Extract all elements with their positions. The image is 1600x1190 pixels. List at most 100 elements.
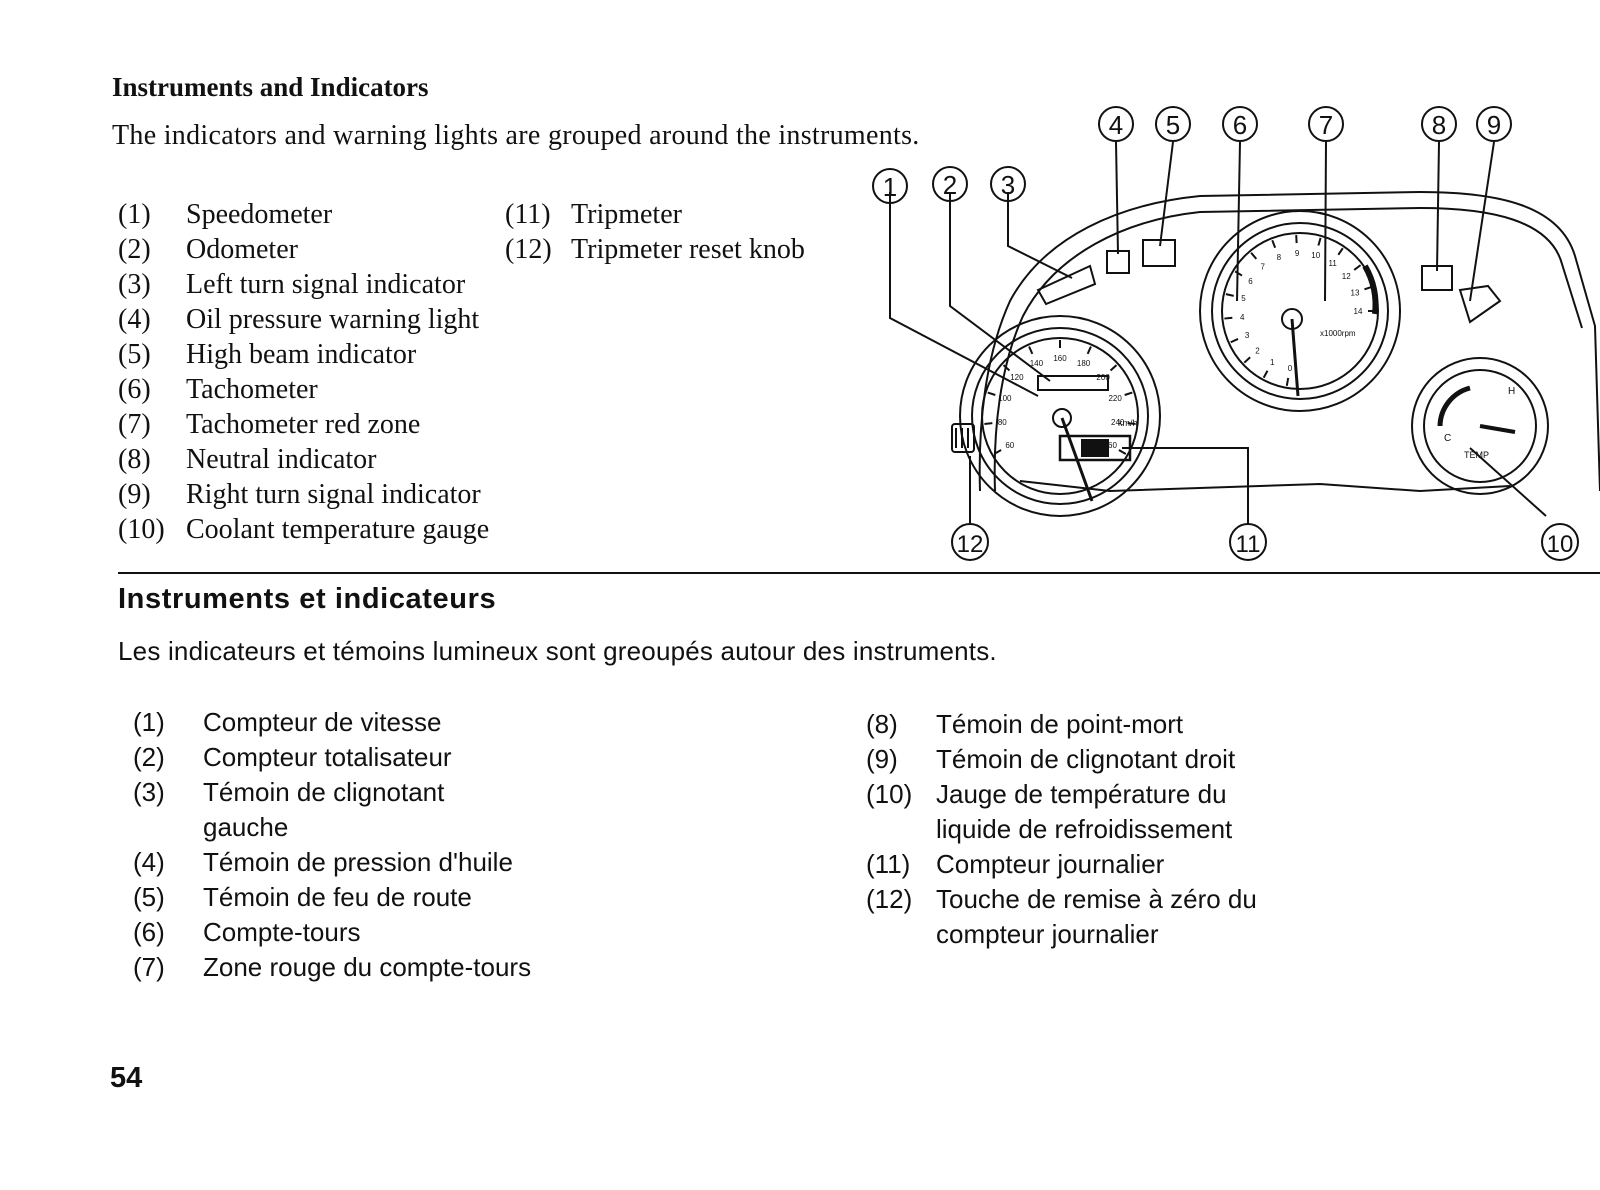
tachometer-tick-label: 3 [1245, 331, 1250, 340]
speedometer-tick [1118, 449, 1127, 455]
tachometer-tick [1225, 293, 1234, 297]
leader-line-11 [1122, 447, 1249, 524]
svg-text:1: 1 [883, 172, 897, 202]
legend-item: (4)Oil pressure warning light [118, 304, 480, 335]
tachometer-tick-label: 1 [1270, 358, 1275, 367]
section-title-en: Instruments and Indicators [112, 72, 429, 102]
svg-text:10: 10 [1547, 531, 1574, 558]
legend-item: (6)Tachometer [118, 374, 318, 405]
cluster-housing [978, 190, 1600, 492]
speedometer-tick [984, 422, 993, 425]
legend-item: (11)Tripmeter [505, 199, 682, 230]
legend-item: (3)Témoin de clignotant gauche [133, 777, 445, 842]
callout-6: 6 [1222, 106, 1258, 142]
speedometer-tick [987, 391, 996, 396]
legend-item: (10)Coolant temperature gauge [118, 514, 490, 545]
left-turn-indicator [1036, 264, 1097, 306]
svg-text:11: 11 [1236, 531, 1261, 558]
temp-c-label: C [1444, 433, 1451, 444]
svg-text:6: 6 [1233, 110, 1247, 140]
tachometer-tick-label: 9 [1295, 249, 1300, 258]
tachometer-tick-label: 5 [1241, 294, 1246, 303]
legend-list-en-left: (1)Speedometer (2)Odometer (3)Left turn … [118, 197, 489, 547]
high-beam-indicator [1142, 239, 1176, 267]
page-number: 54 [110, 1062, 143, 1094]
legend-item: (2)Odometer [118, 234, 298, 265]
tachometer-tick [1271, 239, 1277, 249]
leader-line-4 [1115, 141, 1119, 255]
tachometer-red-zone [1362, 264, 1379, 315]
tachometer-tick-label: 2 [1255, 346, 1260, 355]
leader-line-7 [1324, 141, 1327, 302]
legend-item: (6)Compte-tours [133, 917, 361, 947]
tachometer-tick [1285, 377, 1290, 387]
svg-text:5: 5 [1166, 110, 1180, 140]
tachometer-tick [1230, 338, 1239, 344]
legend-item: (11)Compteur journalier [866, 849, 1165, 879]
legend-item: (9)Right turn signal indicator [118, 479, 481, 510]
tachometer-tick-label: 11 [1329, 259, 1338, 268]
legend-item: (8)Neutral indicator [118, 444, 377, 475]
speedometer-tick-label: 240 [1111, 418, 1125, 427]
legend-item: (5)High beam indicator [118, 339, 417, 370]
callout-5: 5 [1155, 106, 1191, 142]
tachometer-tick-label: 12 [1342, 272, 1351, 281]
odometer-window [1037, 375, 1109, 391]
speedometer-tick [993, 449, 1002, 455]
legend-item: (7)Tachometer red zone [118, 409, 421, 440]
leader-line-10 [1469, 447, 1547, 517]
leader-line-1 [889, 192, 1039, 397]
legend-item: (2)Compteur totalisateur [133, 742, 452, 772]
legend-item: (12)Tripmeter reset knob [505, 234, 805, 265]
callout-10: 10 [1541, 523, 1579, 561]
callout-1: 1 [872, 168, 908, 204]
tachometer-tick [1243, 356, 1251, 364]
speedometer-tick-label: 260 [1104, 441, 1118, 450]
speedometer-tick-label: 80 [998, 418, 1007, 427]
callout-3: 3 [990, 166, 1026, 202]
right-turn-indicator [1458, 284, 1502, 324]
legend-item: (1)Speedometer [118, 199, 333, 230]
temp-h-label: H [1508, 386, 1515, 397]
tachometer-tick-label: 13 [1351, 289, 1360, 298]
cluster-housing-inner [993, 206, 1583, 492]
speedometer-tick [1127, 422, 1136, 425]
legend-item: (8)Témoin de point-mort [866, 709, 1184, 739]
legend-item: (7)Zone rouge du compte-tours [133, 952, 532, 982]
svg-text:12: 12 [957, 531, 984, 558]
callout-7: 7 [1308, 106, 1344, 142]
tachometer-tick-label: 7 [1260, 263, 1265, 272]
tachometer-tick-label: 8 [1277, 253, 1282, 262]
tachometer-unit-label: x1000rpm [1320, 329, 1356, 338]
tachometer-tick [1353, 264, 1362, 271]
legend-item: (4)Témoin de pression d'huile [133, 847, 513, 877]
callout-11: 11 [1229, 523, 1267, 561]
legend-item: (10)Jauge de température du liquide de r… [866, 779, 1233, 844]
tachometer-tick-label: 0 [1288, 364, 1293, 373]
svg-text:9: 9 [1487, 110, 1501, 140]
leader-line-6 [1236, 141, 1241, 302]
svg-text:3: 3 [1001, 170, 1015, 200]
tachometer-tick-label: 6 [1248, 277, 1253, 286]
speedometer-tick-label: 180 [1077, 359, 1091, 368]
tachometer-bezel [1211, 222, 1389, 400]
tachometer-tick-label: 4 [1240, 313, 1245, 322]
svg-text:8: 8 [1432, 110, 1446, 140]
callout-2: 2 [932, 166, 968, 202]
leader-line-8 [1436, 141, 1440, 272]
tachometer-tick [1337, 247, 1344, 256]
leader-line-2 [949, 192, 1051, 382]
tachometer-tick [1317, 237, 1322, 246]
speedometer-tick [1086, 346, 1092, 355]
tachometer-tick [1234, 270, 1243, 277]
legend-list-fr-left: (1)Compteur de vitesse (2)Compteur total… [133, 705, 603, 985]
tachometer-tick [1262, 370, 1269, 379]
tachometer-tick [1224, 316, 1233, 320]
speedometer-tick [1028, 346, 1034, 355]
legend-item: (5)Témoin de feu de route [133, 882, 472, 912]
section-title-fr: Instruments et indicateurs [118, 583, 497, 615]
speedometer-tick-label: 120 [1010, 373, 1024, 382]
legend-item: (12)Touche de remise à zéro du compteur … [866, 884, 1257, 949]
speedometer-tick [1124, 391, 1133, 396]
